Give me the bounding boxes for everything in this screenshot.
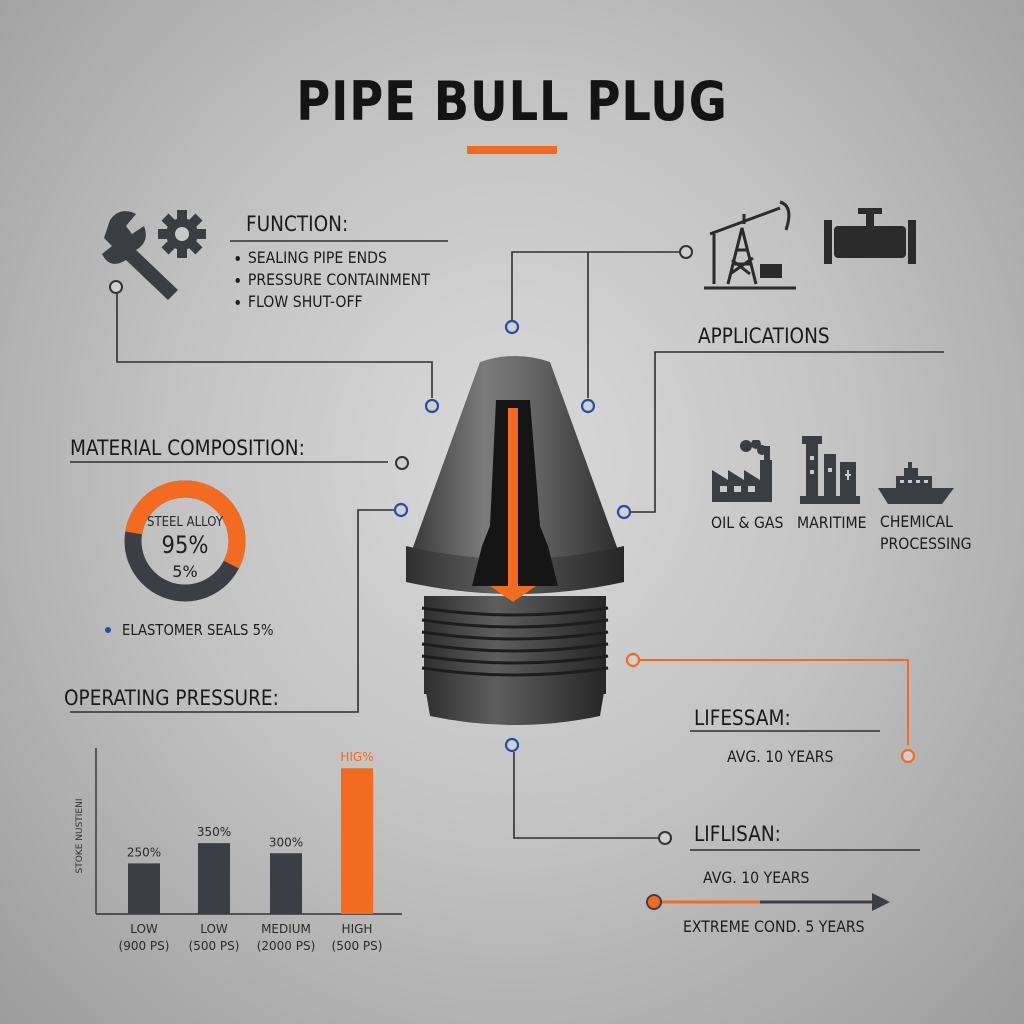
list-item: SEALING PIPE ENDS [232, 247, 430, 269]
bar-data-label: 300% [269, 835, 303, 849]
function-list: SEALING PIPE ENDS PRESSURE CONTAINMENT F… [232, 247, 430, 313]
y-axis-label: STOKE NUSTIENI [75, 798, 85, 873]
donut-value: 95% [161, 531, 209, 559]
connector-app-top [511, 251, 680, 320]
list-item: PRESSURE CONTAINMENT [232, 269, 430, 291]
x-tick-label: LOW [130, 922, 158, 936]
connector-applications [627, 351, 944, 513]
title-underline [467, 146, 557, 154]
material-donut [124, 480, 246, 602]
x-tick-label: (500 PS) [332, 939, 383, 953]
list-item: FLOW SHUT-OFF [232, 291, 430, 313]
connector-function [116, 292, 433, 398]
lifespan-arrow [646, 893, 890, 911]
bar [128, 863, 160, 914]
app-label-chemical: CHEMICAL PROCESSING [880, 512, 972, 553]
legend-elastomer: ELASTOMER SEALS 5% [122, 621, 274, 639]
connector-lifespan1 [640, 659, 909, 745]
material-heading: MATERIAL COMPOSITION: [70, 436, 305, 460]
refinery-icon [800, 436, 860, 504]
pump-jack-icon [704, 200, 796, 290]
bull-plug-illustration [406, 356, 624, 725]
bar [270, 853, 302, 914]
lifespan1-value: AVG. 10 YEARS [727, 747, 834, 766]
lifespan2-heading: LIFLISAN: [694, 822, 781, 846]
x-tick-label: MEDIUM [261, 922, 311, 936]
x-tick-label: (2000 PS) [257, 939, 316, 953]
app-label-oil-gas: OIL & GAS [711, 513, 784, 532]
page-title: PIPE BULL PLUG [296, 70, 728, 133]
x-tick-label: (900 PS) [119, 939, 170, 953]
factory-icon [712, 440, 772, 502]
x-tick-label: HIGH [342, 922, 373, 936]
bar-data-label: 250% [127, 845, 161, 859]
connector-pressure [70, 509, 395, 713]
lifespan2-value: AVG. 10 YEARS [703, 868, 810, 887]
bar-data-label: 350% [197, 825, 231, 839]
donut-sub: 5% [172, 562, 198, 581]
x-tick-label: LOW [200, 922, 228, 936]
valve-icon [824, 208, 916, 264]
bar-data-label: HIG% [340, 750, 373, 764]
pressure-chart: STOKE NUSTIENI 250% LOW (900 PS) 350% LOW (50… [75, 748, 402, 953]
bar [341, 768, 373, 914]
app-label-maritime: MARITIME [797, 513, 867, 532]
wrench-gear-icon [102, 210, 206, 300]
applications-heading: APPLICATIONS [698, 324, 830, 348]
legend-dot [105, 627, 111, 633]
donut-arc-steel [125, 480, 246, 569]
lifespan2-extreme: EXTREME COND. 5 YEARS [683, 917, 865, 936]
x-tick-label: (500 PS) [189, 939, 240, 953]
bar [198, 843, 230, 914]
connector-lifespan2 [513, 752, 660, 839]
function-heading: FUNCTION: [246, 212, 349, 236]
donut-label: STEEL ALLOY [147, 515, 223, 530]
lifespan1-heading: LIFESSAM: [694, 706, 791, 730]
pressure-heading: OPERATING PRESSURE: [64, 686, 279, 710]
ship-icon [878, 462, 954, 504]
